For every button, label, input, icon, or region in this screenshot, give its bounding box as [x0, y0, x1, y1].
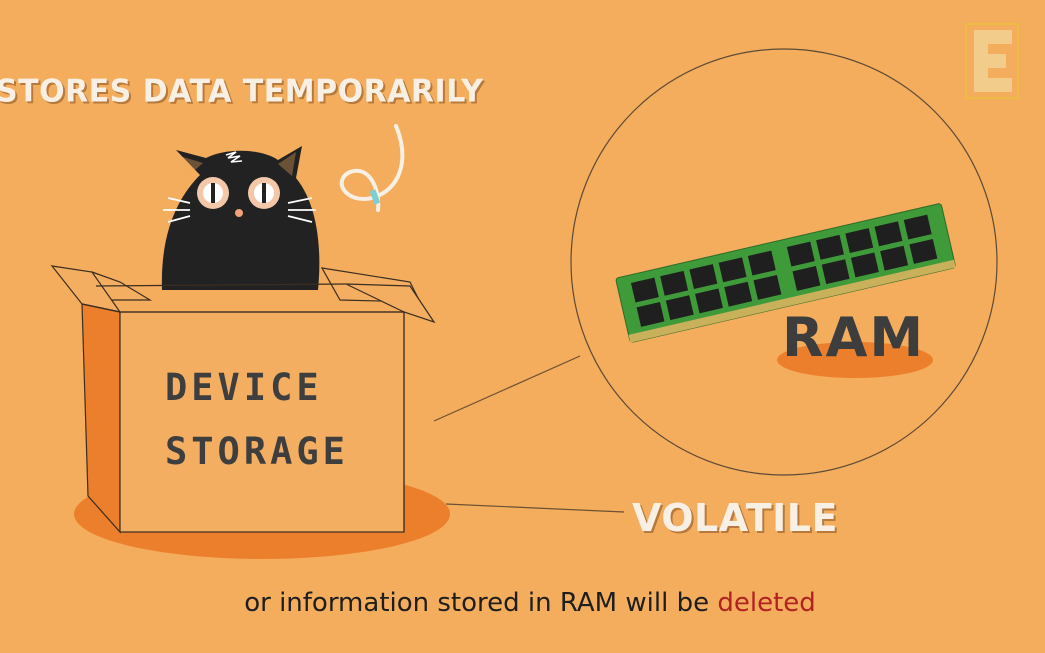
zoom-connector-line	[433, 355, 581, 422]
zoom-circle	[570, 48, 998, 476]
volatile-label: VOLATILE	[632, 496, 838, 540]
box-label-line1: DEVICE	[165, 366, 323, 409]
tail-doodle	[339, 124, 405, 212]
box-label-line2: STORAGE	[165, 430, 349, 473]
ram-module-illustration	[615, 203, 956, 343]
headline: STORES DATA TEMPORARILY	[0, 73, 484, 110]
letter-e-logo-icon	[965, 23, 1019, 99]
subtitle-highlight: deleted	[717, 588, 816, 618]
subtitle-prefix: or information stored in RAM will be	[244, 588, 718, 618]
cat-illustration	[161, 146, 320, 290]
volatile-connector-line	[445, 503, 625, 513]
subtitle-caption: or information stored in RAM will be del…	[0, 588, 1045, 618]
ram-label: RAM	[782, 306, 926, 369]
cardboard-box-illustration	[50, 265, 436, 534]
tag-doodle	[369, 189, 381, 205]
ram-shadow	[777, 342, 933, 378]
